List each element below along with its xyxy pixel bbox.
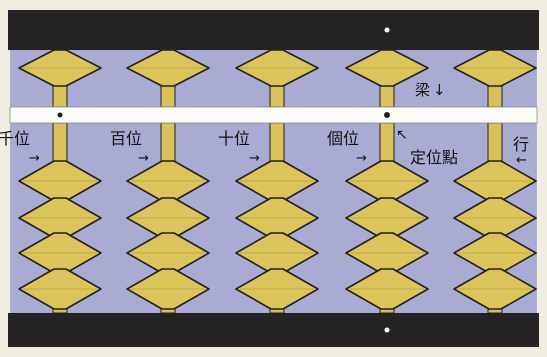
unit-point-arrow: ↖ — [396, 127, 408, 143]
beam-arrow: ↓ — [433, 81, 446, 99]
bottom-frame — [8, 313, 539, 347]
arrow-tens: → — [249, 151, 260, 166]
unit-point-dot-2 — [384, 112, 390, 118]
column-label-hundreds: 百位 — [110, 129, 142, 148]
unit-point-dot-1 — [57, 112, 63, 118]
arrow-ones: → — [356, 151, 367, 166]
rod-arrow: ← — [516, 153, 527, 168]
top-frame — [8, 10, 539, 50]
column-label-ones: 個位 — [327, 129, 359, 148]
beam — [9, 106, 538, 124]
column-label-thousands: 千位 — [0, 129, 30, 148]
rod-label: 行 — [513, 135, 529, 154]
column-label-tens: 十位 — [218, 129, 250, 148]
arrow-thousands: → — [29, 151, 40, 166]
arrow-hundreds: → — [138, 151, 149, 166]
beam-label: 梁 — [415, 81, 430, 99]
frame-dot-top — [384, 27, 390, 33]
unit-point-label: 定位點 — [410, 148, 458, 167]
frame-dot-bottom — [384, 327, 390, 333]
